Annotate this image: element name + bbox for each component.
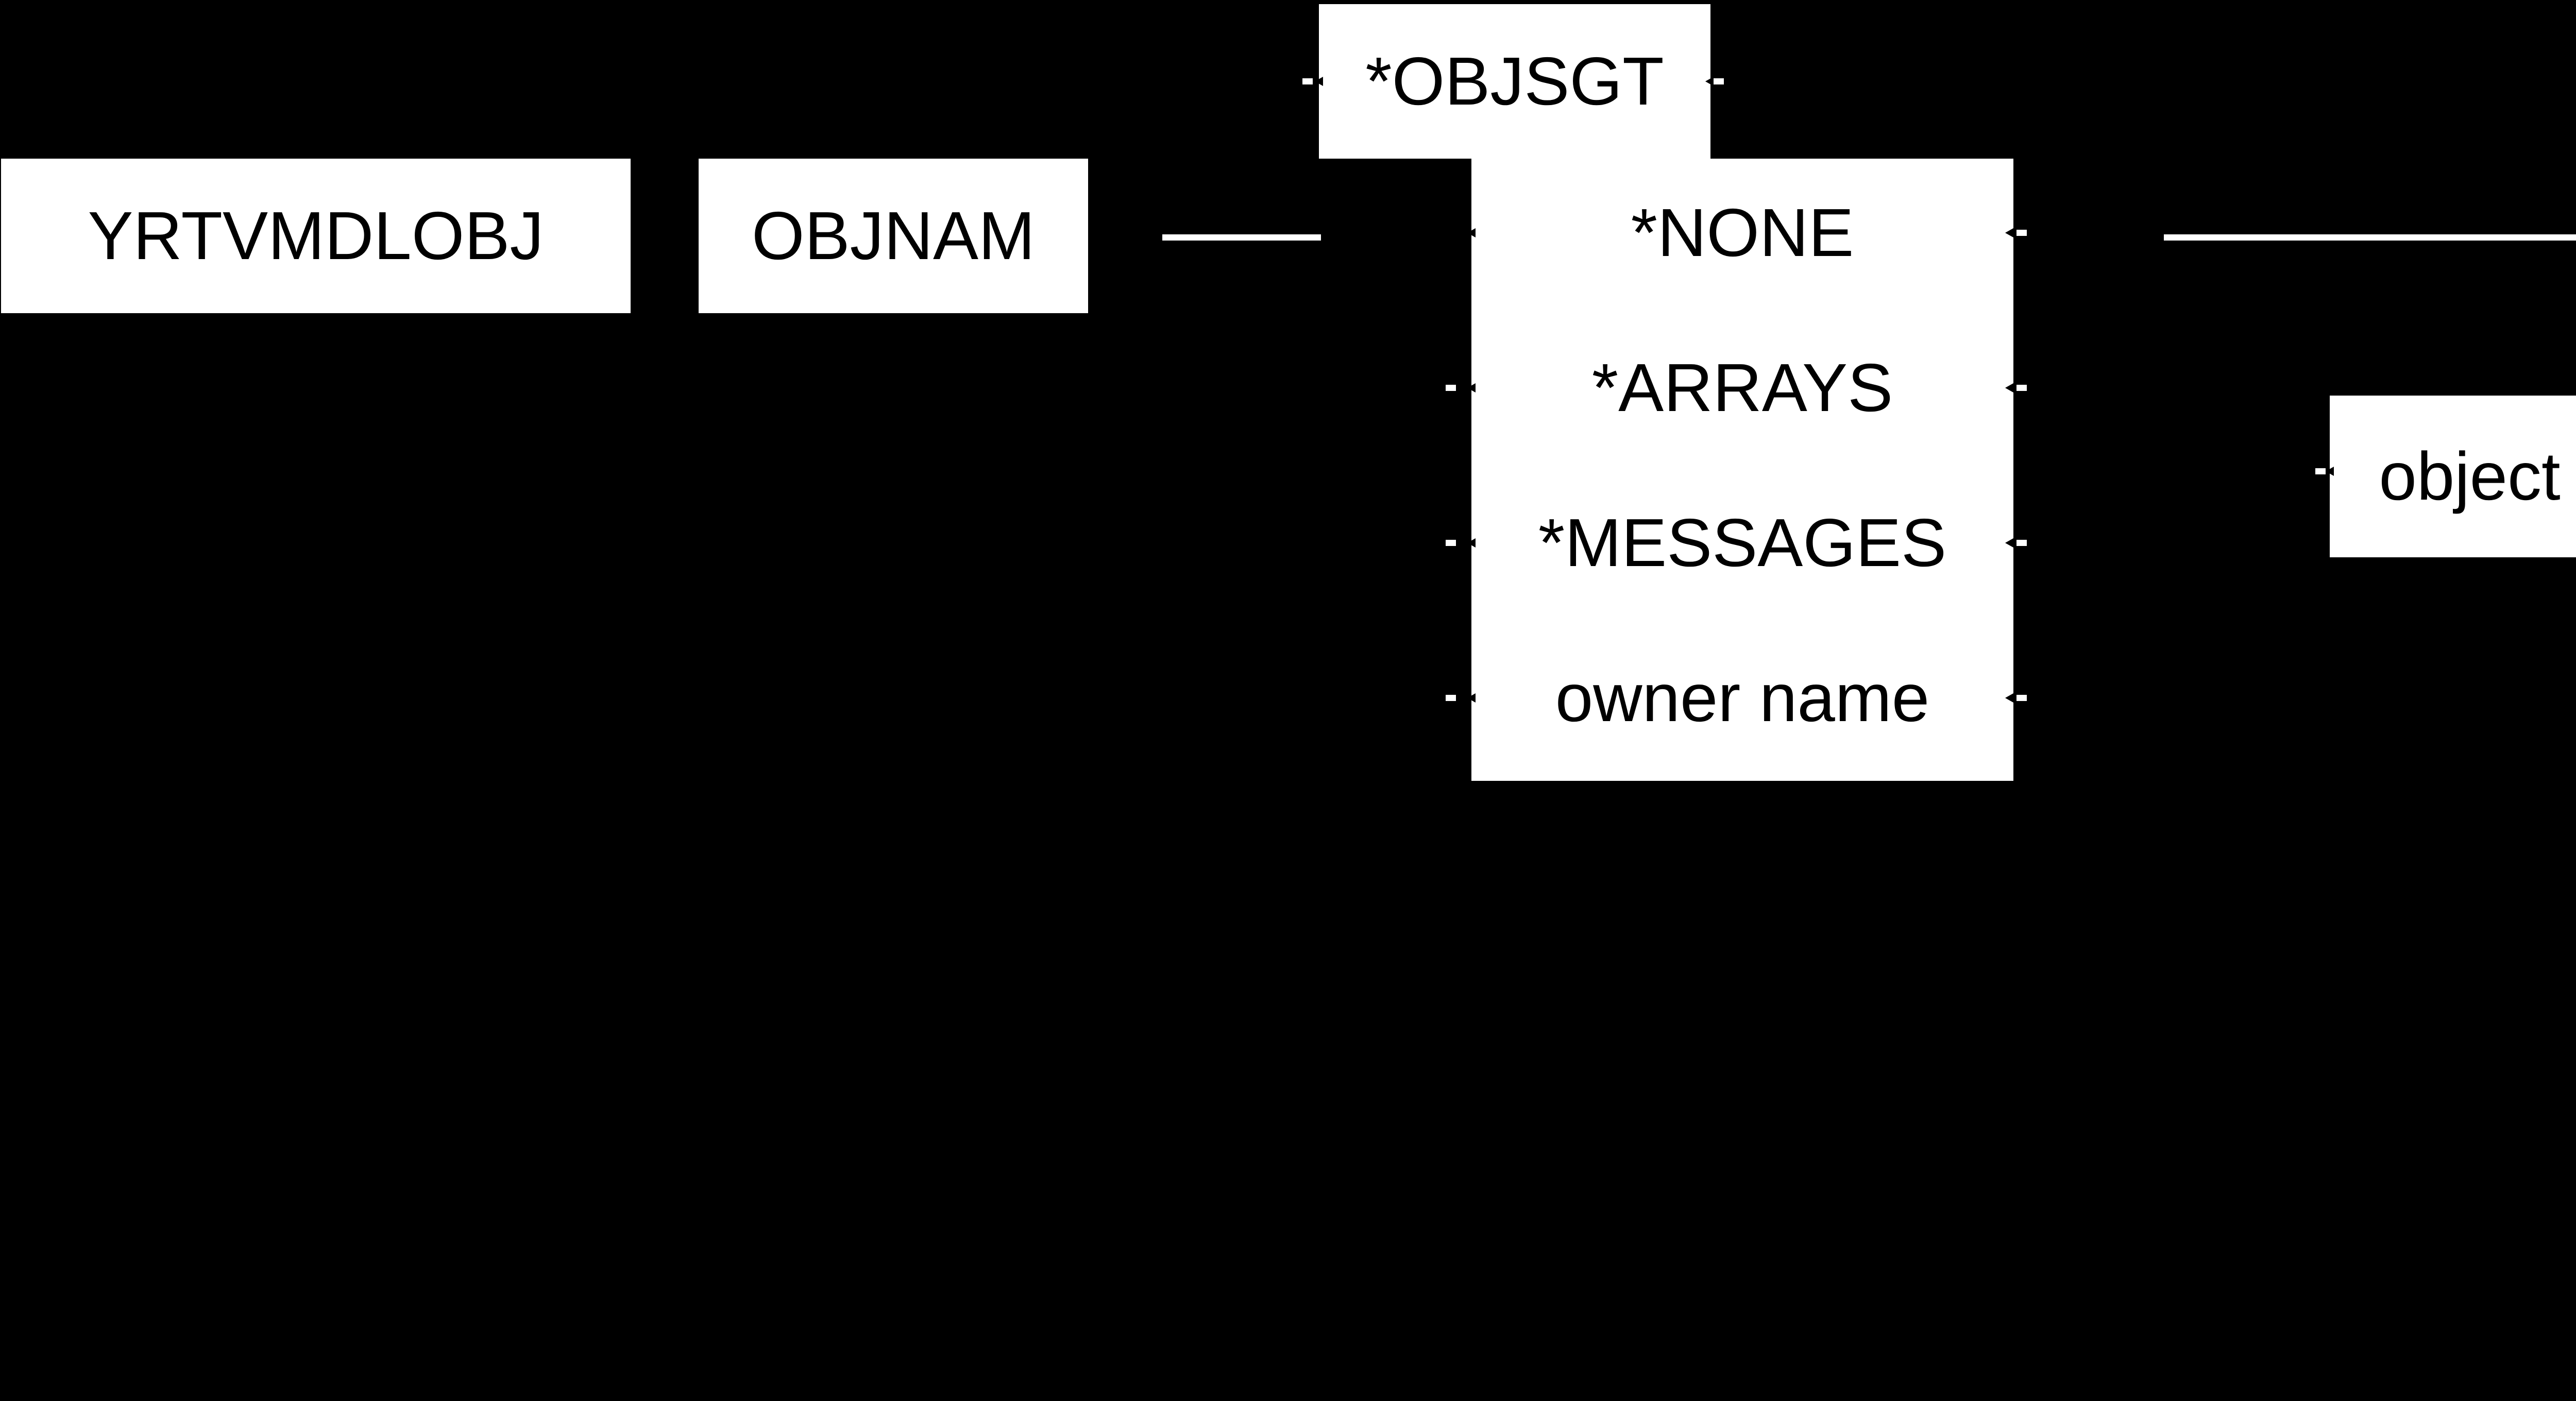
objnam-value-none: *NONE — [1631, 195, 1854, 270]
objnam-param-label: OBJNAM — [751, 198, 1036, 274]
connector-stub — [1302, 78, 1313, 84]
object-name-label: object name — [2379, 438, 2576, 514]
arrowhead-icon — [2005, 383, 2013, 392]
objnam-value-arrays: *ARRAYS — [1591, 350, 1893, 425]
connector-stub — [1446, 540, 1456, 546]
arrowhead-icon — [1467, 383, 1476, 392]
object-name-box: object name — [2330, 396, 2576, 557]
arrowhead-icon — [1467, 228, 1476, 237]
arrowhead-icon — [2005, 538, 2013, 548]
connector-stub — [1714, 78, 1724, 84]
arrowhead-icon — [2005, 693, 2013, 703]
objnam-value-owner-name: owner name — [1555, 660, 1930, 736]
objnam-values-box — [1471, 159, 2013, 781]
connector-stub — [1446, 385, 1456, 391]
objnam-param-box: OBJNAM — [699, 159, 1088, 313]
flow-line-segment-2 — [2164, 234, 2576, 241]
objnam-value-messages: *MESSAGES — [1538, 505, 1947, 580]
objsgt-option-label: *OBJSGT — [1365, 43, 1664, 119]
connector-stub — [2315, 468, 2326, 474]
command-label: YRTVMDLOBJ — [88, 198, 544, 274]
connector-stub — [2016, 385, 2027, 391]
objsgt-option-box: *OBJSGT — [1319, 4, 1710, 159]
arrowhead-icon — [1315, 77, 1323, 86]
connector-stub — [2016, 230, 2027, 236]
connector-stub — [2016, 695, 2027, 701]
connector-stub — [2016, 540, 2027, 546]
arrowhead-icon — [2326, 467, 2334, 476]
arrowhead-icon — [1705, 77, 1714, 86]
arrowhead-icon — [2005, 228, 2013, 237]
arrowhead-icon — [1467, 538, 1476, 548]
flow-line-segment-1 — [1162, 234, 1321, 241]
command-box: YRTVMDLOBJ — [1, 159, 631, 313]
connector-stub — [1446, 695, 1456, 701]
arrowhead-icon — [1467, 693, 1476, 703]
